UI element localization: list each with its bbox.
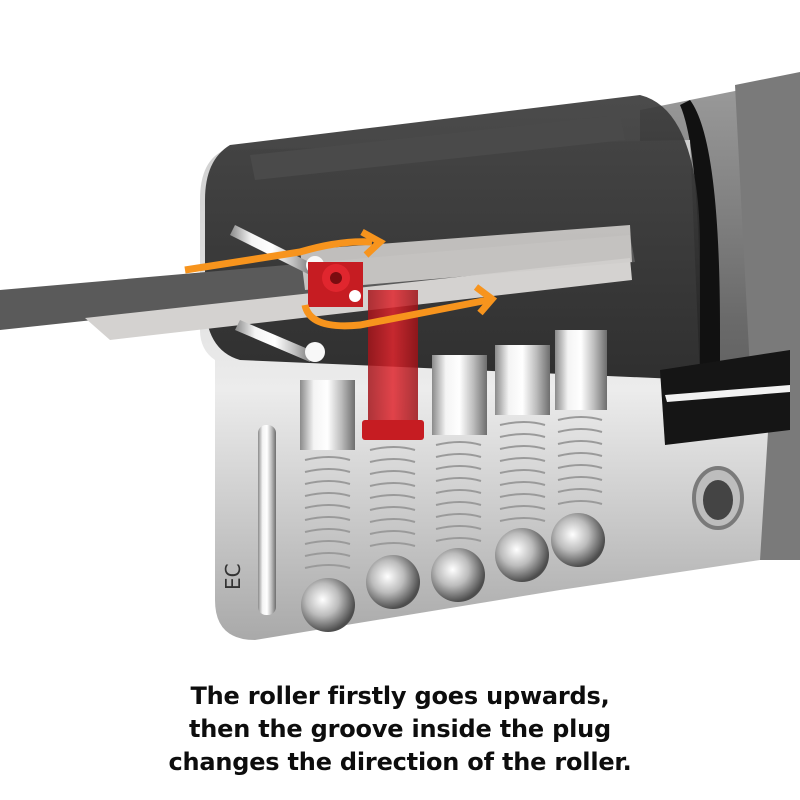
caption-line-3: changes the direction of the roller. — [168, 748, 632, 776]
direction-arrows — [184, 228, 498, 330]
cam-housing — [660, 350, 790, 530]
svg-text:EC: EC — [221, 563, 245, 590]
pin-stack-2-red — [362, 290, 424, 609]
upper-path-arrow — [184, 238, 373, 274]
pin-stack-4 — [495, 345, 550, 582]
caption-line-2: then the groove inside the plug — [188, 715, 612, 743]
caption-line-1: The roller firstly goes upwards, — [190, 682, 610, 710]
pin-stack-3 — [431, 355, 487, 602]
pin-stacks — [300, 290, 607, 632]
engraving: EC — [221, 425, 276, 615]
roller — [308, 262, 363, 307]
side-pins — [230, 225, 325, 362]
pin-stack-1 — [300, 380, 355, 632]
pin-stack-5 — [551, 330, 607, 567]
caption: The roller firstly goes upwards, then th… — [0, 680, 800, 779]
lock-cylinder-illustration: EC — [0, 72, 800, 640]
lower-path-arrow — [301, 296, 489, 330]
